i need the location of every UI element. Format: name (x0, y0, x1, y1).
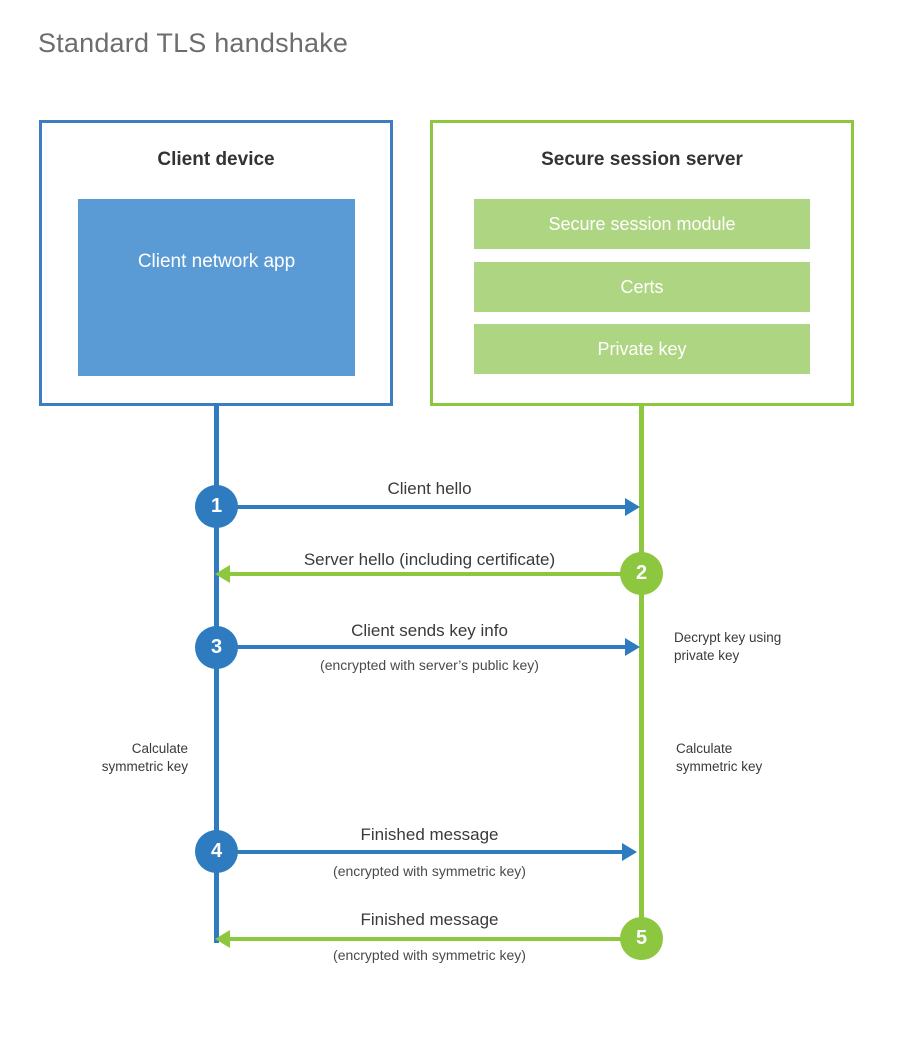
step-1-arrow-line (217, 505, 625, 509)
annotation-server-calculate-symmetric-key: Calculate symmetric key (676, 741, 763, 775)
server-component-certs: Certs (474, 262, 810, 312)
step-circle-1[interactable]: 1 (195, 485, 238, 528)
server-lifeline (639, 403, 644, 943)
step-3-sublabel: (encrypted with server’s public key) (320, 657, 539, 673)
step-5-label: Finished message (360, 910, 499, 929)
step-4-sublabel: (encrypted with symmetric key) (333, 863, 526, 879)
step-2-arrow-head-icon (215, 565, 230, 583)
step-3-arrow-head-icon (625, 638, 640, 656)
step-5-arrow-line (230, 937, 642, 941)
secure-session-server-box: Secure session server Secure session mod… (430, 120, 854, 406)
page-title: Standard TLS handshake (38, 28, 349, 58)
step-circle-2[interactable]: 2 (620, 552, 663, 595)
step-4-arrow-head-icon (622, 843, 637, 861)
step-3-label: Client sends key info (351, 621, 508, 640)
step-2-label: Server hello (including certificate) (303, 550, 556, 569)
step-3-arrow-line (217, 645, 625, 649)
step-4-label: Finished message (360, 825, 499, 844)
secure-session-server-title: Secure session server (541, 149, 743, 170)
client-lifeline (214, 403, 219, 943)
step-circle-4[interactable]: 4 (195, 830, 238, 873)
client-network-app-block: Client network app (78, 199, 355, 376)
step-1-label: Client hello (387, 479, 472, 498)
step-circle-3[interactable]: 3 (195, 626, 238, 669)
annotation-decrypt-key: Decrypt key using private key (674, 630, 782, 664)
client-device-box: Client device Client network app (39, 120, 393, 406)
step-circle-5[interactable]: 5 (620, 917, 663, 960)
step-2-arrow-line (230, 572, 642, 576)
annotation-client-calculate-symmetric-key: Calculate symmetric key (101, 741, 188, 775)
server-component-secure-session-module: Secure session module (474, 199, 810, 249)
server-component-private-key: Private key (474, 324, 810, 374)
step-1-arrow-head-icon (625, 498, 640, 516)
step-5-sublabel: (encrypted with symmetric key) (333, 947, 526, 963)
client-device-title: Client device (157, 149, 275, 170)
step-4-arrow-line (217, 850, 622, 854)
step-5-arrow-head-icon (215, 930, 230, 948)
